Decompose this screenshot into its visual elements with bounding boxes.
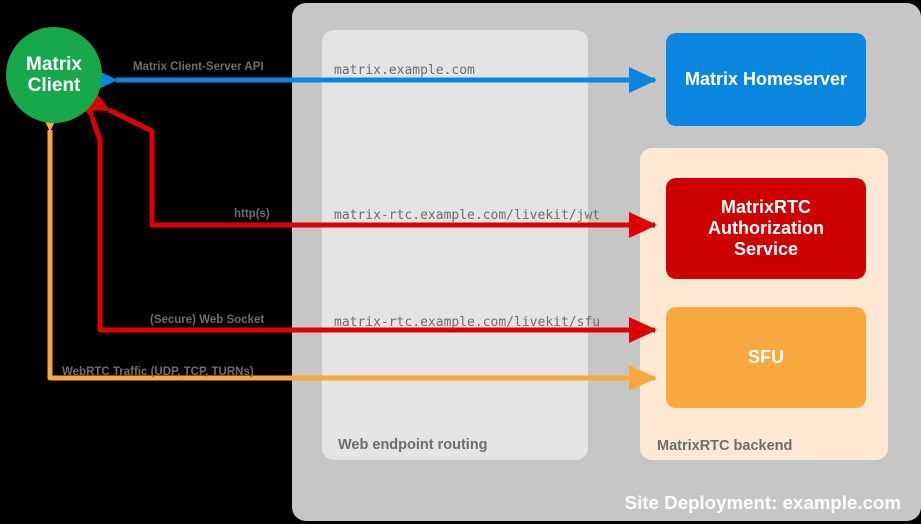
node-sfu[interactable]: SFU (666, 307, 866, 408)
client-label-line1: Matrix (26, 53, 82, 75)
client-label-line2: Client (27, 75, 81, 96)
node-matrix-client[interactable]: Matrix Client (6, 27, 102, 123)
auth-label-line1: MatrixRTC (720, 196, 811, 217)
edge-label-matrix-client-server-api: Matrix Client-Server API (133, 61, 264, 73)
endpoint-matrix-example-com: matrix.example.com (334, 63, 475, 78)
site-deployment-label: Site Deployment: example.com (624, 492, 901, 513)
web-endpoint-routing-container (322, 30, 588, 460)
matrixrtc-backend-label: MatrixRTC backend (657, 438, 793, 454)
edge-label-sfu-websocket: (Secure) Web Socket (150, 314, 265, 326)
auth-label-line3: Service (733, 239, 799, 260)
edge-label-jwt-http: http(s) (234, 208, 270, 220)
auth-label-line2: Authorization (708, 217, 824, 238)
homeserver-label: Matrix Homeserver (684, 68, 848, 89)
endpoint-livekit-sfu: matrix-rtc.example.com/livekit/sfu (334, 315, 601, 330)
node-matrixrtc-authorization-service[interactable]: MatrixRTC Authorization Service (666, 178, 866, 279)
web-endpoint-routing-label: Web endpoint routing (338, 437, 488, 453)
edge-label-webrtc-traffic: WebRTC Traffic (UDP, TCP, TURNs) (62, 366, 254, 378)
sfu-label: SFU (748, 346, 784, 367)
endpoint-livekit-jwt: matrix-rtc.example.com/livekit/jwt (334, 208, 601, 223)
node-matrix-homeserver[interactable]: Matrix Homeserver (666, 33, 866, 126)
